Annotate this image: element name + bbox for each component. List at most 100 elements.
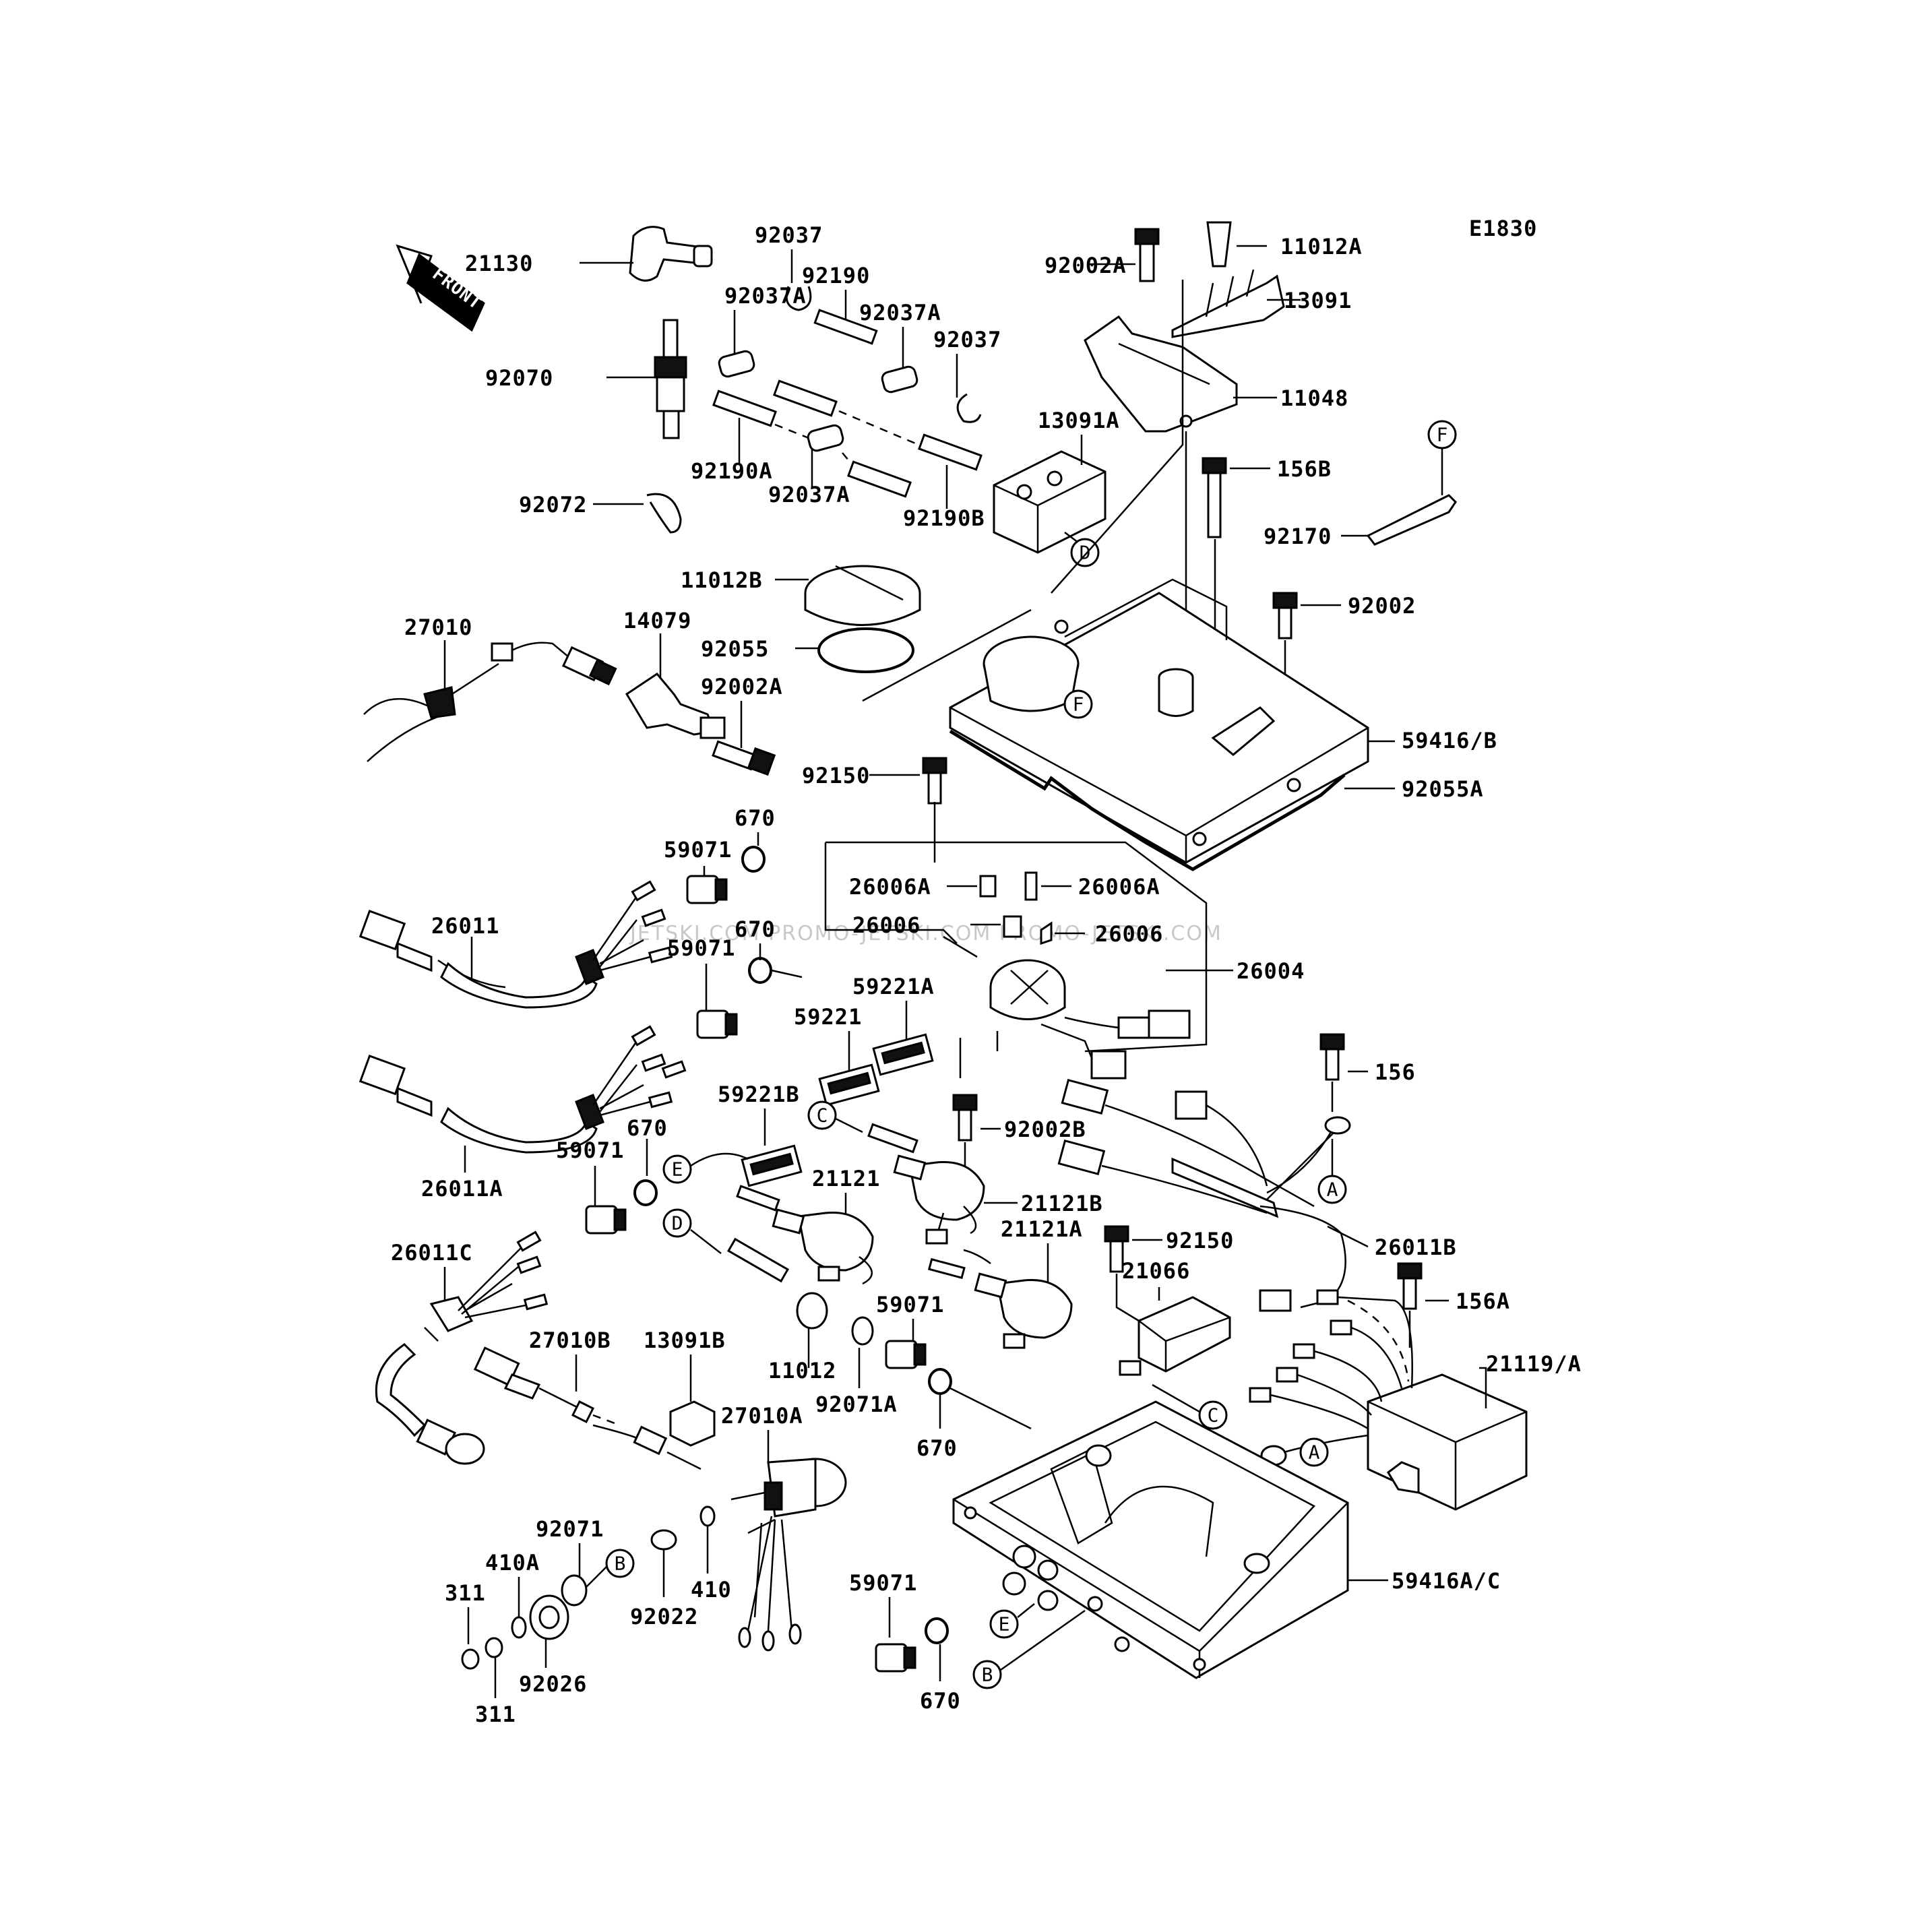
spark-plug-cap-part: [629, 226, 713, 282]
fitting-59071-5: [875, 1643, 916, 1673]
part-label-92022: 92022: [630, 1604, 698, 1629]
part-label-92037A-3: 92037A: [768, 482, 850, 507]
fuse-26006-2: [1040, 921, 1053, 945]
part-label-59071-4: 59071: [876, 1292, 944, 1317]
part-label-670-2: 670: [735, 916, 776, 942]
part-label-13091: 13091: [1284, 288, 1352, 313]
callout-a-2: A: [1309, 1441, 1320, 1464]
part-label-670-5: 670: [920, 1688, 961, 1714]
part-label-92071: 92071: [536, 1516, 604, 1542]
callout-circle-c-2: [1198, 1400, 1228, 1430]
part-label-11048: 11048: [1280, 385, 1348, 411]
part-label-59416AC: 59416A/C: [1392, 1568, 1501, 1594]
callout-e-2: E: [999, 1613, 1010, 1635]
connector-59221A: [872, 1033, 934, 1076]
bolt-156: [1319, 1033, 1345, 1081]
part-label-21121B: 21121B: [1021, 1191, 1103, 1216]
part-label-59416B: 59416/B: [1402, 728, 1497, 753]
part-label-92055A: 92055A: [1402, 776, 1484, 802]
harness-26011C: [375, 1230, 549, 1465]
part-label-26006-1: 26006: [852, 912, 921, 938]
fitting-59071-3: [585, 1205, 627, 1235]
sensor-14079: [625, 673, 726, 739]
grommet-11012: [796, 1292, 828, 1330]
part-label-92170: 92170: [1264, 524, 1332, 549]
bolt-156B: [1202, 457, 1227, 538]
part-label-311-1: 311: [445, 1580, 486, 1606]
strap-92170: [1366, 494, 1457, 546]
part-label-26006-2: 26006: [1095, 921, 1163, 947]
part-label-92026: 92026: [519, 1671, 587, 1697]
bolt-92002A-left: [712, 740, 776, 776]
part-label-59071-3: 59071: [556, 1138, 624, 1163]
part-label-92002: 92002: [1348, 593, 1416, 619]
callout-b-2: B: [982, 1664, 993, 1686]
part-label-92190A: 92190A: [691, 458, 773, 484]
part-label-27010B: 27010B: [529, 1328, 611, 1353]
oring-92055: [817, 627, 914, 673]
part-label-156B: 156B: [1277, 456, 1332, 482]
fitting-59071-2: [696, 1009, 738, 1039]
callout-c-1: C: [817, 1104, 828, 1127]
nut-311-1: [461, 1648, 480, 1670]
hose-92190: [813, 309, 878, 345]
part-label-27010: 27010: [404, 615, 472, 640]
connector-block-13091A: [993, 450, 1107, 554]
fitting-59071-1: [686, 875, 728, 904]
switch-27010A: [730, 1458, 847, 1652]
part-label-92055: 92055: [701, 636, 769, 662]
part-label-156: 156: [1375, 1059, 1416, 1085]
part-label-59071-1: 59071: [664, 837, 732, 863]
part-label-21121A: 21121A: [1001, 1216, 1083, 1242]
bolt-92002: [1272, 592, 1298, 640]
callout-circle-d-2: [662, 1208, 692, 1238]
callout-a-1: A: [1327, 1179, 1338, 1201]
callout-circle-c-1: [807, 1100, 837, 1130]
sensor-27010B: [473, 1346, 702, 1470]
hose-clamp-92072: [646, 493, 682, 534]
part-label-11012: 11012: [768, 1358, 836, 1383]
part-label-59221A: 59221A: [852, 974, 935, 999]
callout-d-2: D: [672, 1212, 683, 1235]
part-label-92037A-2: 92037A: [859, 300, 941, 325]
coil-21121A: [974, 1272, 1073, 1349]
part-label-26011B: 26011B: [1375, 1235, 1457, 1260]
part-label-670-4: 670: [916, 1435, 958, 1461]
bolt-92150-top: [922, 757, 947, 805]
part-label-92002B: 92002B: [1004, 1117, 1086, 1142]
callout-c-2: C: [1208, 1404, 1219, 1427]
part-label-21121: 21121: [812, 1166, 880, 1191]
part-label-92072: 92072: [519, 492, 587, 518]
part-label-13091B: 13091B: [644, 1328, 726, 1353]
part-label-59221: 59221: [794, 1004, 862, 1030]
washer-410A: [511, 1616, 527, 1639]
nut-311-2: [485, 1637, 503, 1658]
part-label-92037-2: 92037: [933, 327, 1001, 352]
part-label-14079: 14079: [623, 608, 691, 633]
part-label-26004: 26004: [1237, 958, 1305, 984]
part-label-26011A: 26011A: [421, 1176, 503, 1202]
fitting-59071-4: [885, 1340, 927, 1369]
bolt-92150-lower: [1104, 1225, 1129, 1273]
part-label-92002A-2: 92002A: [701, 674, 783, 699]
callout-e-1: E: [672, 1158, 683, 1181]
part-label-92150-2: 92150: [1166, 1228, 1234, 1253]
part-label-92190B: 92190B: [903, 505, 985, 531]
part-label-311-2: 311: [475, 1702, 516, 1727]
callout-circle-e-1: [662, 1154, 692, 1184]
part-label-59071-5: 59071: [849, 1570, 917, 1596]
collar-92071A: [851, 1316, 874, 1346]
part-label-92071A: 92071A: [815, 1392, 898, 1417]
washer-410: [699, 1505, 716, 1527]
part-label-59071-2: 59071: [667, 935, 735, 961]
connector-59221: [818, 1063, 880, 1107]
callout-circle-a-2: [1299, 1437, 1329, 1467]
part-label-27010A: 27010A: [721, 1403, 803, 1429]
bolt-156A: [1397, 1262, 1423, 1310]
fuse-26006-1: [1003, 915, 1022, 938]
part-label-26011: 26011: [431, 913, 499, 939]
callout-circle-e-2: [989, 1609, 1019, 1639]
part-label-410: 410: [691, 1577, 732, 1602]
rectifier-21066: [1119, 1296, 1231, 1376]
